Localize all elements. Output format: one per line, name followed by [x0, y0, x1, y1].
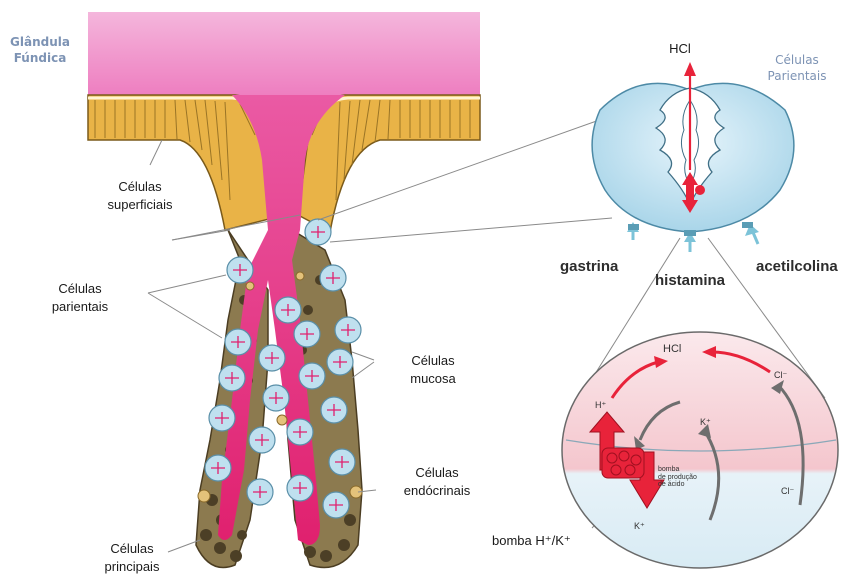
- label-celulas-parientais-line2: Parientais: [752, 68, 842, 84]
- label-hcl-top: HCl: [660, 40, 700, 58]
- label-cl-top: Cl⁻: [774, 370, 787, 381]
- label-parientais: Células parientais: [40, 280, 120, 315]
- label-celulas-parientais-line1: Células: [752, 52, 842, 68]
- label-mucosa: Células mucosa: [396, 352, 470, 387]
- label-principais: Células principais: [92, 540, 172, 575]
- label-principais-line1: Células: [92, 540, 172, 558]
- label-superficiais-line1: Células: [100, 178, 180, 196]
- label-acetilcolina: acetilcolina: [756, 258, 838, 275]
- label-hcl-sphere: HCl: [663, 343, 681, 355]
- diagram-title-line2: Fúndica: [2, 50, 78, 66]
- label-mucosa-line2: mucosa: [396, 370, 470, 388]
- label-gastrina: gastrina: [560, 258, 618, 275]
- label-endocrinais-line1: Células: [392, 464, 482, 482]
- mucus-layer: [88, 12, 480, 95]
- label-pump-caption-line2: de produção: [658, 474, 697, 482]
- diagram-title: Glândula Fúndica: [2, 34, 78, 66]
- label-superficiais: Células superficiais: [100, 178, 180, 213]
- label-endocrinais-line2: endócrinais: [392, 482, 482, 500]
- label-bomba-hk: bomba H⁺/K⁺: [492, 532, 571, 550]
- label-mucosa-line1: Células: [396, 352, 470, 370]
- label-celulas-parientais: Células Parientais: [752, 52, 842, 84]
- label-endocrinais: Células endócrinais: [392, 464, 482, 499]
- label-parientais-line1: Células: [40, 280, 120, 298]
- label-parientais-line2: parientais: [40, 298, 120, 316]
- label-k-plus-bottom: K⁺: [634, 521, 645, 532]
- label-pump-caption-line1: bomba: [658, 466, 697, 474]
- diagram-title-line1: Glândula: [2, 34, 78, 50]
- label-h-plus: H⁺: [595, 400, 606, 411]
- label-cl-bottom: Cl⁻: [781, 486, 794, 497]
- label-k-plus-top: K⁺: [700, 417, 711, 428]
- label-pump-caption-line3: de ácido: [658, 481, 697, 489]
- label-histamina: histamina: [655, 272, 725, 289]
- label-principais-line2: principais: [92, 558, 172, 576]
- label-pump-caption: bomba de produção de ácido: [658, 466, 697, 489]
- label-superficiais-line2: superficiais: [100, 196, 180, 214]
